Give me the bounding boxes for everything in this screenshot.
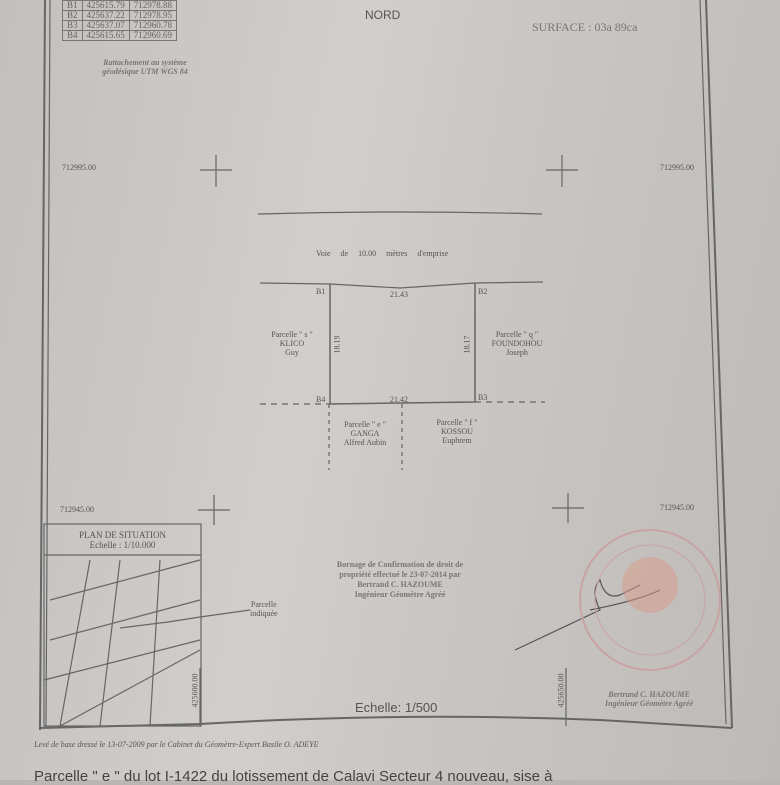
dimension-left: 18.19 <box>332 335 342 354</box>
grid-label-north: 712945.00 <box>60 505 94 514</box>
stamp <box>579 529 721 671</box>
point-label: B4 <box>316 395 326 404</box>
grid-label-east: 425600.00 <box>190 673 200 708</box>
north-label: NORD <box>365 8 401 22</box>
grid-label-north: 712945.00 <box>660 503 694 512</box>
dimension-right: 18.17 <box>462 335 472 354</box>
point-label: B3 <box>478 393 488 402</box>
surface-area: SURFACE : 03a 89ca <box>532 20 638 34</box>
dimension-bottom: 21.42 <box>390 395 408 404</box>
plan-scale: Echelle: 1/500 <box>355 700 438 715</box>
grid-label-east: 425650.00 <box>556 673 566 708</box>
grid-label-north: 712995.00 <box>660 163 694 172</box>
survey-footer-note: Levé de base dressé le 13-07-2009 par le… <box>34 740 319 749</box>
dimension-top: 21.43 <box>390 290 408 299</box>
parcel-description: Parcelle " e " du lot I-1422 du lotissem… <box>34 768 553 785</box>
grid-label-north: 712995.00 <box>62 163 96 172</box>
point-label: B2 <box>478 287 488 296</box>
point-label: B1 <box>316 287 326 296</box>
road-label: Voie de 10.00 mètres d'emprise <box>316 249 449 258</box>
